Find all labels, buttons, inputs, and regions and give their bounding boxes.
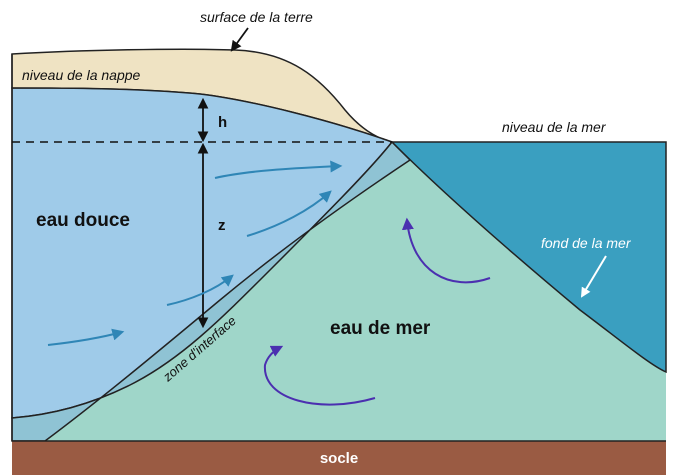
sea-zone <box>390 141 667 374</box>
fresh-flow-arrow <box>246 190 332 237</box>
label-niveau-de-la-mer: niveau de la mer <box>502 119 607 135</box>
interface-zone-band <box>11 140 412 442</box>
surface-pointer-arrow <box>230 27 249 52</box>
label-fond-de-la-mer: fond de la mer <box>541 235 632 251</box>
fresh-flow-arrow <box>47 328 125 346</box>
seabed-pointer-arrow <box>580 255 607 298</box>
label-eau-de-mer: eau de mer <box>330 318 431 339</box>
sea-water-zone <box>12 142 666 441</box>
sea-circulation-arrow <box>401 217 491 284</box>
fresh-flow-arrow <box>214 160 343 179</box>
label-surface-de-la-terre: surface de la terre <box>200 9 313 25</box>
label-h: h <box>218 114 227 131</box>
label-z: z <box>218 217 226 234</box>
label-socle: socle <box>320 450 358 467</box>
label-niveau-de-la-nappe: niveau de la nappe <box>22 67 141 83</box>
sea-circulation-arrow <box>263 345 376 406</box>
fresh-flow-arrow <box>166 274 234 306</box>
bedrock-socle <box>12 441 666 475</box>
label-eau-douce: eau douce <box>36 210 130 231</box>
